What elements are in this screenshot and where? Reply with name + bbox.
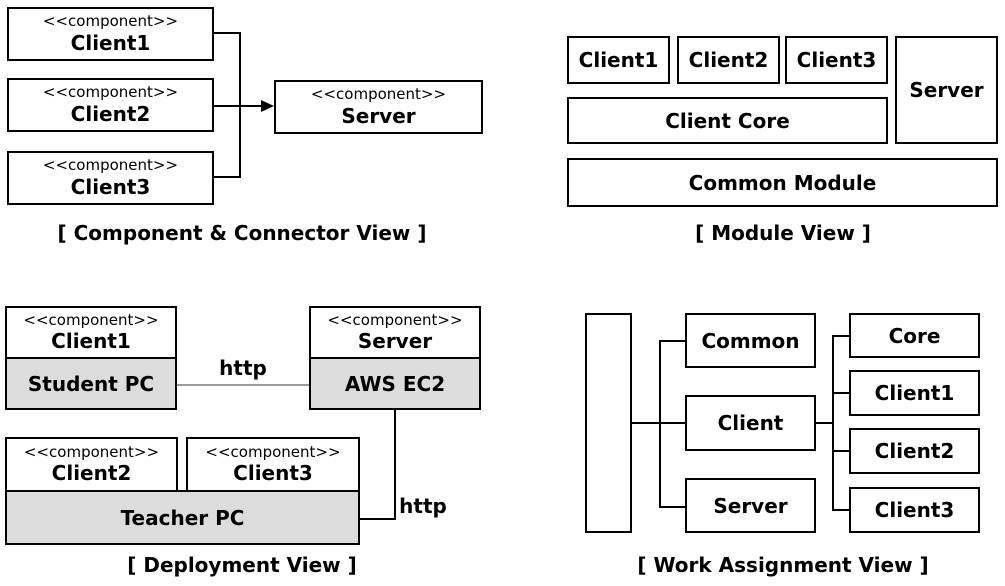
module-name: Client Core: [665, 108, 790, 133]
work-spine-to-client2-stub: [832, 450, 849, 452]
work-client2-box: Client2: [849, 428, 980, 474]
component-name: Client2: [51, 461, 132, 486]
work-item-name: Client1: [874, 381, 955, 405]
stereotype-label: <<component>>: [42, 12, 179, 31]
work-item-name: Client3: [874, 498, 955, 522]
module-client2: Client2: [677, 36, 780, 84]
work-root-box: [585, 313, 632, 533]
component-name: Client2: [70, 101, 151, 126]
module-common-module: Common Module: [567, 158, 998, 207]
deploy-client3-component: <<component>> Client3: [186, 437, 360, 492]
work-spine-to-common-stub: [659, 340, 685, 342]
cnc-server-component: <<component>> Server: [274, 80, 483, 134]
component-name: Client3: [70, 174, 151, 199]
work-spine-to-server-stub: [659, 506, 685, 508]
node-name: Student PC: [27, 371, 155, 396]
deploy-teacher-pc-node: Teacher PC: [5, 490, 360, 545]
work-item-name: Core: [888, 323, 941, 348]
stereotype-label: <<component>>: [327, 310, 463, 329]
work-left-spine: [659, 340, 661, 508]
work-right-spine: [832, 335, 834, 511]
cnc-client1-component: <<component>> Client1: [7, 7, 214, 61]
module-client1: Client1: [567, 36, 670, 84]
node-name: AWS EC2: [344, 371, 446, 396]
module-name: Common Module: [688, 170, 877, 195]
work-core-box: Core: [849, 313, 980, 358]
work-root-to-client-line: [632, 422, 685, 424]
work-assignment-view-caption: [ Work Assignment View ]: [637, 553, 929, 577]
work-client-to-spine-line: [816, 422, 834, 424]
work-spine-to-client1-stub: [832, 392, 849, 394]
module-name: Client1: [578, 48, 659, 72]
work-item-name: Client2: [874, 439, 955, 463]
component-name: Server: [341, 103, 416, 128]
module-view-caption: [ Module View ]: [695, 221, 871, 245]
stereotype-label: <<component>>: [310, 85, 447, 104]
cnc-client3-component: <<component>> Client3: [7, 151, 214, 205]
http-link-line-vertical: [394, 410, 396, 520]
work-client-box: Client: [685, 395, 816, 451]
work-spine-to-client3-stub: [832, 509, 849, 511]
deploy-student-pc-node: Student PC: [5, 357, 177, 410]
module-client3: Client3: [785, 36, 888, 84]
work-item-name: Server: [713, 493, 788, 518]
component-name: Client1: [70, 30, 151, 55]
module-server: Server: [895, 36, 998, 144]
deployment-view-caption: [ Deployment View ]: [127, 553, 357, 577]
http-link-line-top: [177, 384, 309, 386]
cnc-view-caption: [ Component & Connector View ]: [57, 221, 427, 245]
deploy-client1-component: <<component>> Client1: [5, 306, 177, 359]
module-name: Client3: [796, 48, 877, 72]
connector-to-server-line: [213, 105, 262, 107]
stereotype-label: <<component>>: [23, 442, 160, 461]
module-name: Server: [909, 78, 984, 102]
stereotype-label: <<component>>: [23, 310, 159, 329]
http-label-bottom: http: [399, 494, 447, 518]
stereotype-label: <<component>>: [205, 442, 341, 461]
cnc-client2-component: <<component>> Client2: [7, 78, 214, 132]
component-name: Client3: [233, 461, 313, 486]
work-client3-box: Client3: [849, 487, 980, 533]
deploy-server-component: <<component>> Server: [309, 306, 481, 359]
deploy-aws-ec2-node: AWS EC2: [309, 357, 481, 410]
stereotype-label: <<component>>: [42, 83, 179, 102]
module-client-core: Client Core: [567, 97, 888, 144]
http-link-line-bottom-stub: [360, 518, 396, 520]
module-name: Client2: [688, 48, 769, 72]
work-server-box: Server: [685, 478, 816, 533]
component-name: Server: [357, 329, 433, 354]
stereotype-label: <<component>>: [42, 156, 179, 175]
work-item-name: Common: [701, 328, 800, 353]
node-name: Teacher PC: [120, 505, 245, 530]
arrowhead-icon: [261, 100, 274, 112]
connector-client3-stub: [213, 176, 241, 178]
http-label-top: http: [219, 356, 267, 380]
work-common-box: Common: [685, 313, 816, 368]
work-client1-box: Client1: [849, 370, 980, 416]
work-spine-to-core-stub: [832, 335, 849, 337]
component-name: Client1: [51, 329, 131, 354]
work-item-name: Client: [717, 411, 784, 435]
connector-client1-stub: [213, 32, 241, 34]
deploy-client2-component: <<component>> Client2: [5, 437, 178, 492]
